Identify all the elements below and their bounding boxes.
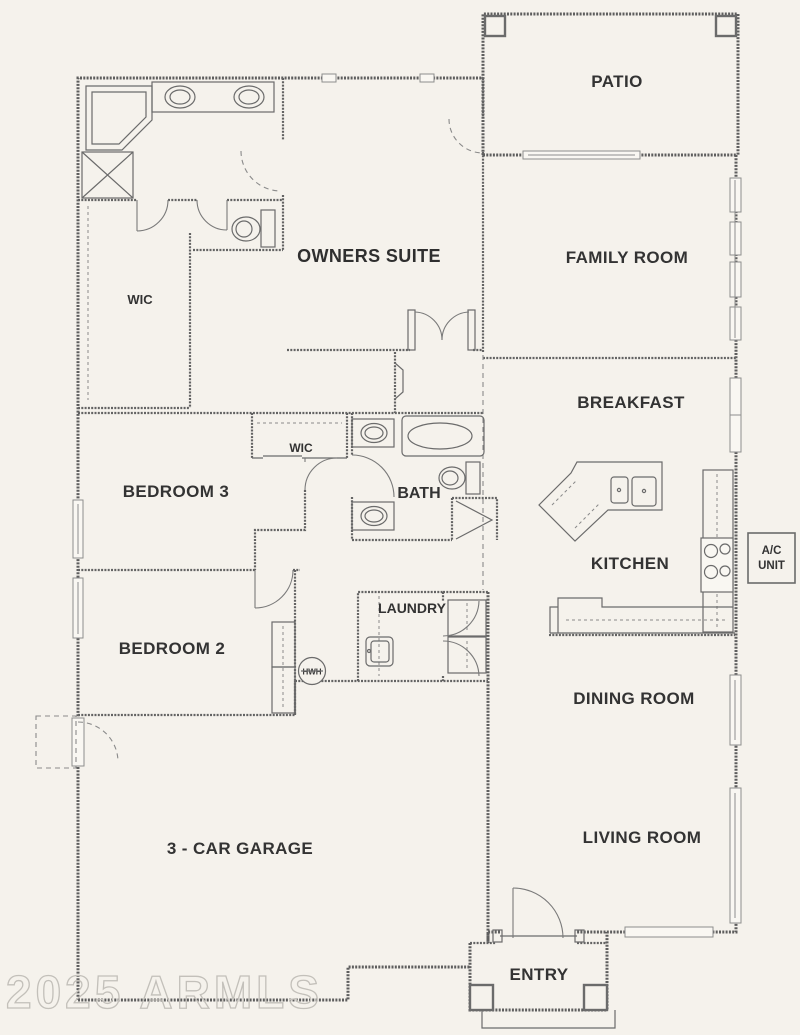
- garage-side-door: [35, 715, 119, 769]
- room-label-kitchen: KITCHEN: [591, 554, 669, 573]
- wic-door: [136, 199, 169, 232]
- bedroom2-door-swing: [254, 569, 294, 609]
- vanity: [351, 418, 395, 448]
- vanity-counter: [151, 81, 275, 113]
- room-label-garage: 3 - CAR GARAGE: [167, 839, 313, 858]
- laundry-door-lower: [442, 640, 480, 677]
- entry-porch-walls: [468, 932, 609, 1012]
- sink: [164, 85, 196, 109]
- patio-walls: [481, 12, 740, 155]
- toilet-room-door: [196, 199, 228, 231]
- laundry-door-upper: [442, 600, 480, 637]
- suite-window-tick: [419, 73, 435, 83]
- laundry-sink: [365, 636, 394, 667]
- hwh-label: HWH: [302, 668, 321, 677]
- room-label-entry: ENTRY: [510, 965, 569, 984]
- bedroom-doors: [254, 457, 338, 714]
- bath-door-swing: [240, 150, 282, 192]
- patio-post: [714, 14, 738, 38]
- room-label-bath: BATH: [397, 485, 440, 502]
- room-label-wic-hall: WIC: [289, 441, 313, 455]
- entry-post: [468, 983, 495, 1012]
- room-labels: PATIO OWNERS SUITE FAMILY ROOM WIC BREAK…: [119, 72, 702, 984]
- laundry-room: HWH: [297, 596, 487, 686]
- front-door-swing: [512, 887, 564, 939]
- stove: [700, 537, 734, 593]
- bath-door-swing: [351, 454, 395, 498]
- ac-unit-label-line2: UNIT: [758, 560, 785, 572]
- living-room-south-window: [624, 926, 714, 938]
- island-sink: [610, 476, 629, 504]
- linen-closet: [81, 151, 134, 199]
- room-label-patio: PATIO: [591, 72, 642, 91]
- room-label-dining-room: DINING ROOM: [573, 689, 695, 708]
- counter-south: [549, 597, 735, 637]
- french-door-right: [441, 311, 470, 341]
- room-label-owners-suite: OWNERS SUITE: [297, 246, 441, 266]
- vanity: [351, 501, 395, 531]
- room-label-bedroom3: BEDROOM 3: [123, 482, 230, 501]
- entry-post: [582, 983, 609, 1012]
- room-label-bedroom2: BEDROOM 2: [119, 639, 226, 658]
- hall-bath: [351, 415, 494, 540]
- shower: [85, 85, 153, 151]
- kitchen-island: [538, 461, 663, 542]
- patio-post: [483, 14, 507, 38]
- garage-stoop: [35, 715, 77, 769]
- ac-unit-box: A/C UNIT: [747, 532, 796, 584]
- ac-unit-label-line1: A/C: [762, 545, 782, 557]
- bathtub: [401, 415, 485, 457]
- exterior-walls: [76, 12, 740, 1012]
- room-label-wic-master: WIC: [127, 292, 153, 307]
- owners-suite-doors: [394, 118, 484, 400]
- master-bath: [81, 81, 282, 248]
- room-label-living-room: LIVING ROOM: [583, 828, 702, 847]
- island-sink: [631, 476, 657, 507]
- water-heater: HWH: [297, 656, 327, 686]
- garage-door-swing: [77, 721, 119, 763]
- room-label-laundry: LAUNDRY: [378, 600, 447, 616]
- kitchen-fixtures: [538, 461, 735, 637]
- art-niche: [394, 362, 404, 400]
- bedroom2-closet: [271, 621, 296, 714]
- patio-door-swing: [448, 118, 484, 154]
- sink: [233, 85, 265, 109]
- toilet: [231, 209, 276, 248]
- front-entry: [468, 887, 616, 1029]
- room-label-breakfast: BREAKFAST: [577, 393, 685, 412]
- toilet: [438, 461, 481, 495]
- suite-window-tick: [321, 73, 337, 83]
- french-door-left: [414, 311, 443, 341]
- room-label-family-room: FAMILY ROOM: [566, 248, 688, 267]
- windows: [72, 73, 742, 938]
- armls-watermark: 2025 ARMLS: [6, 966, 323, 1018]
- washer-dryer: [447, 599, 487, 674]
- entry-stoop: [481, 1010, 616, 1029]
- bedroom3-door-swing: [304, 457, 338, 491]
- hall-closet-door: [455, 500, 494, 540]
